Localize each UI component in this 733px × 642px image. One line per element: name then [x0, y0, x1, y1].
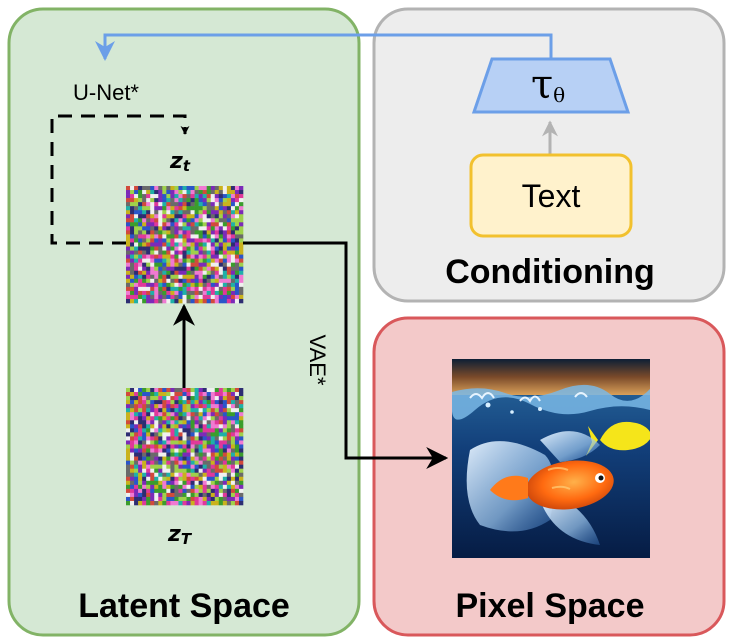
- unet-loop-arrow: [50, 114, 190, 245]
- text-input-box: [469, 153, 633, 238]
- z-t-label: zt: [169, 149, 191, 175]
- conditioning-arrow: [95, 33, 553, 61]
- noise-latent-zT: [126, 388, 244, 506]
- text-encoder-label: τθ: [531, 62, 565, 108]
- pixel-space-title: Pixel Space: [455, 587, 644, 625]
- latent-space-title: Latent Space: [78, 587, 290, 625]
- text-input-label: Text: [522, 178, 581, 214]
- vae-decode-arrow: [243, 241, 449, 469]
- z-T-label: zT: [167, 522, 193, 548]
- text-encoder-block: [471, 57, 631, 114]
- noise-latent-zt: [126, 186, 244, 304]
- conditioning-title: Conditioning: [445, 253, 655, 291]
- goldfish-image: [452, 359, 650, 558]
- unet-label: U-Net*: [73, 80, 139, 105]
- vae-label: VAE*: [305, 335, 330, 386]
